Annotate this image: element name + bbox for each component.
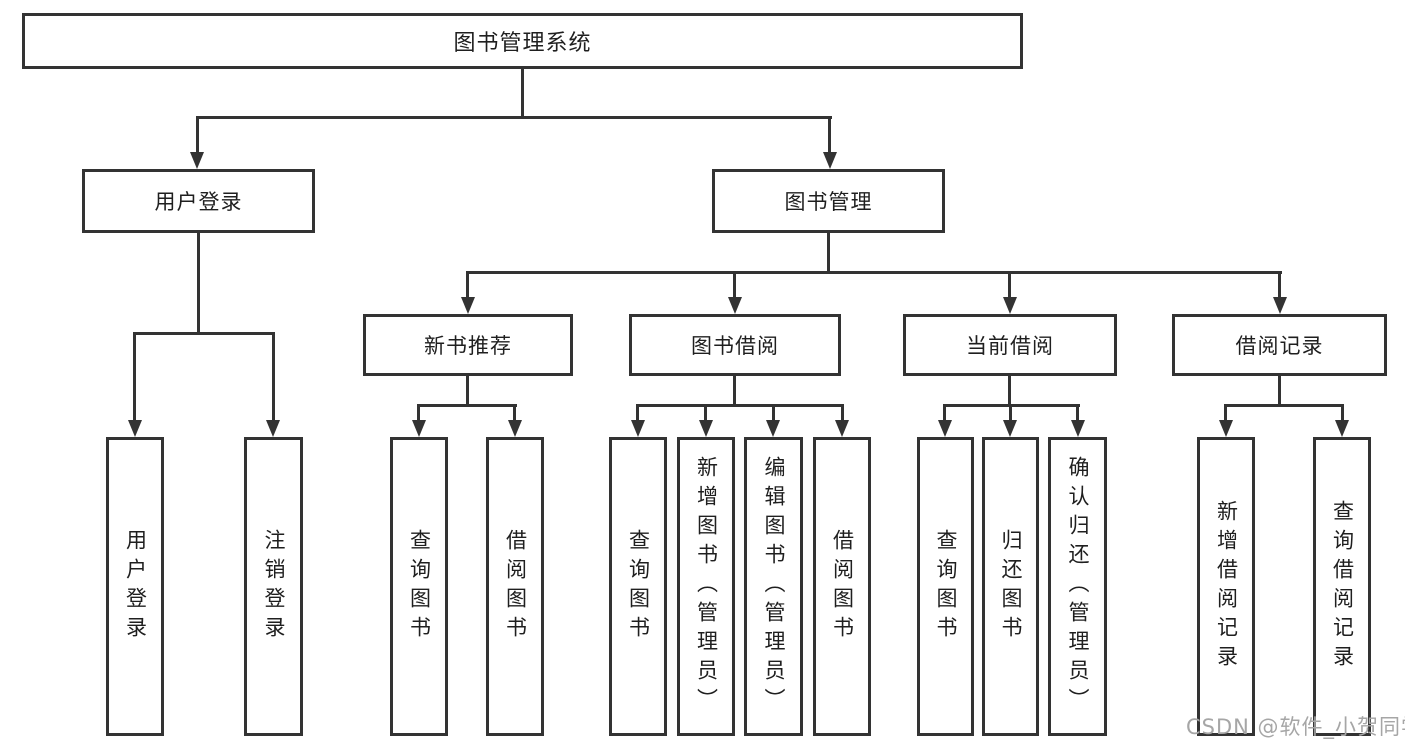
node-query-borrow-record: 查询借阅记录 xyxy=(1313,437,1371,736)
arrow-down xyxy=(1071,420,1085,437)
arrow-down xyxy=(835,420,849,437)
node-label: 确认归还（管理员） xyxy=(1066,456,1090,717)
node-label: 查询借阅记录 xyxy=(1330,499,1355,674)
connector-line xyxy=(636,404,844,407)
arrow-down xyxy=(461,297,475,314)
node-current-borrowing: 当前借阅 xyxy=(903,314,1117,376)
arrow-down xyxy=(508,420,522,437)
connector-line xyxy=(1278,376,1281,407)
node-return-books: 归还图书 xyxy=(982,437,1039,736)
connector-line xyxy=(1341,407,1344,420)
node-label: 查询图书 xyxy=(626,528,651,645)
connector-line xyxy=(196,116,832,119)
node-label: 借阅记录 xyxy=(1235,334,1324,358)
node-label: 注销登录 xyxy=(262,528,286,645)
connector-line xyxy=(133,332,275,335)
arrow-down xyxy=(1219,420,1233,437)
arrow-down xyxy=(728,297,742,314)
csdn-watermark: CSDN @软件_小贺同学 xyxy=(1186,715,1405,739)
connector-line xyxy=(943,407,946,420)
node-logout: 注销登录 xyxy=(244,437,303,736)
arrow-down xyxy=(766,420,780,437)
arrow-down xyxy=(1003,420,1017,437)
node-user-login-action: 用户登录 xyxy=(106,437,164,736)
node-label: 用户登录 xyxy=(154,190,243,214)
node-query-books-recommend: 查询图书 xyxy=(390,437,448,736)
arrow-down xyxy=(938,420,952,437)
node-add-borrow-record: 新增借阅记录 xyxy=(1197,437,1255,736)
node-borrow-books: 借阅图书 xyxy=(813,437,871,736)
connector-line xyxy=(733,274,736,298)
connector-line xyxy=(1076,407,1079,420)
node-label: 新增借阅记录 xyxy=(1214,499,1239,674)
node-library-management-system: 图书管理系统 xyxy=(22,13,1023,69)
connector-line xyxy=(828,119,831,153)
connector-line xyxy=(1008,376,1011,407)
arrow-down xyxy=(631,420,645,437)
node-book-management: 图书管理 xyxy=(712,169,945,233)
connector-line xyxy=(636,407,639,420)
arrow-down xyxy=(266,420,280,437)
arrow-down xyxy=(1003,297,1017,314)
arrow-down xyxy=(412,420,426,437)
arrow-down xyxy=(190,152,204,169)
node-label: 图书管理系统 xyxy=(453,31,592,56)
connector-line xyxy=(417,404,517,407)
connector-line xyxy=(1278,274,1281,298)
arrow-down xyxy=(128,420,142,437)
node-label: 新增图书（管理员） xyxy=(694,456,719,717)
node-label: 图书管理 xyxy=(784,190,873,214)
arrow-down xyxy=(823,152,837,169)
connector-line xyxy=(272,335,275,421)
node-label: 图书借阅 xyxy=(691,334,779,358)
connector-line xyxy=(466,271,1282,274)
node-edit-books-admin: 编辑图书（管理员） xyxy=(744,437,803,736)
connector-line xyxy=(196,119,199,153)
node-query-books-borrow: 查询图书 xyxy=(609,437,667,736)
connector-line xyxy=(197,233,200,334)
node-label: 用户登录 xyxy=(123,528,148,645)
connector-line xyxy=(1009,407,1012,420)
node-borrowing-records: 借阅记录 xyxy=(1172,314,1387,376)
connector-line xyxy=(841,407,844,420)
connector-line xyxy=(1224,404,1344,407)
connector-line xyxy=(772,407,775,420)
arrow-down xyxy=(1335,420,1349,437)
node-confirm-return-admin: 确认归还（管理员） xyxy=(1048,437,1107,736)
connector-line xyxy=(521,69,524,119)
connector-line xyxy=(704,407,707,420)
connector-line xyxy=(1008,274,1011,298)
connector-line xyxy=(133,335,136,421)
arrow-down xyxy=(1273,297,1287,314)
node-label: 借阅图书 xyxy=(830,528,855,645)
connector-line xyxy=(1224,407,1227,420)
node-book-borrowing: 图书借阅 xyxy=(629,314,841,376)
node-user-login: 用户登录 xyxy=(82,169,315,233)
node-new-book-recommendation: 新书推荐 xyxy=(363,314,573,376)
connector-line xyxy=(466,376,469,407)
connector-line xyxy=(827,233,830,273)
node-label: 查询图书 xyxy=(407,528,432,645)
node-label: 新书推荐 xyxy=(424,334,512,358)
connector-line xyxy=(513,407,516,420)
arrow-down xyxy=(699,420,713,437)
node-label: 编辑图书（管理员） xyxy=(762,456,786,717)
node-label: 借阅图书 xyxy=(503,528,528,645)
connector-line xyxy=(417,407,420,420)
node-label: 归还图书 xyxy=(999,528,1023,645)
connector-line xyxy=(733,376,736,407)
node-add-books-admin: 新增图书（管理员） xyxy=(677,437,735,736)
node-label: 当前借阅 xyxy=(966,334,1054,358)
node-borrow-books-recommend: 借阅图书 xyxy=(486,437,544,736)
connector-line xyxy=(943,404,1080,407)
node-query-books-current: 查询图书 xyxy=(917,437,974,736)
connector-line xyxy=(466,274,469,298)
node-label: 查询图书 xyxy=(934,528,958,645)
